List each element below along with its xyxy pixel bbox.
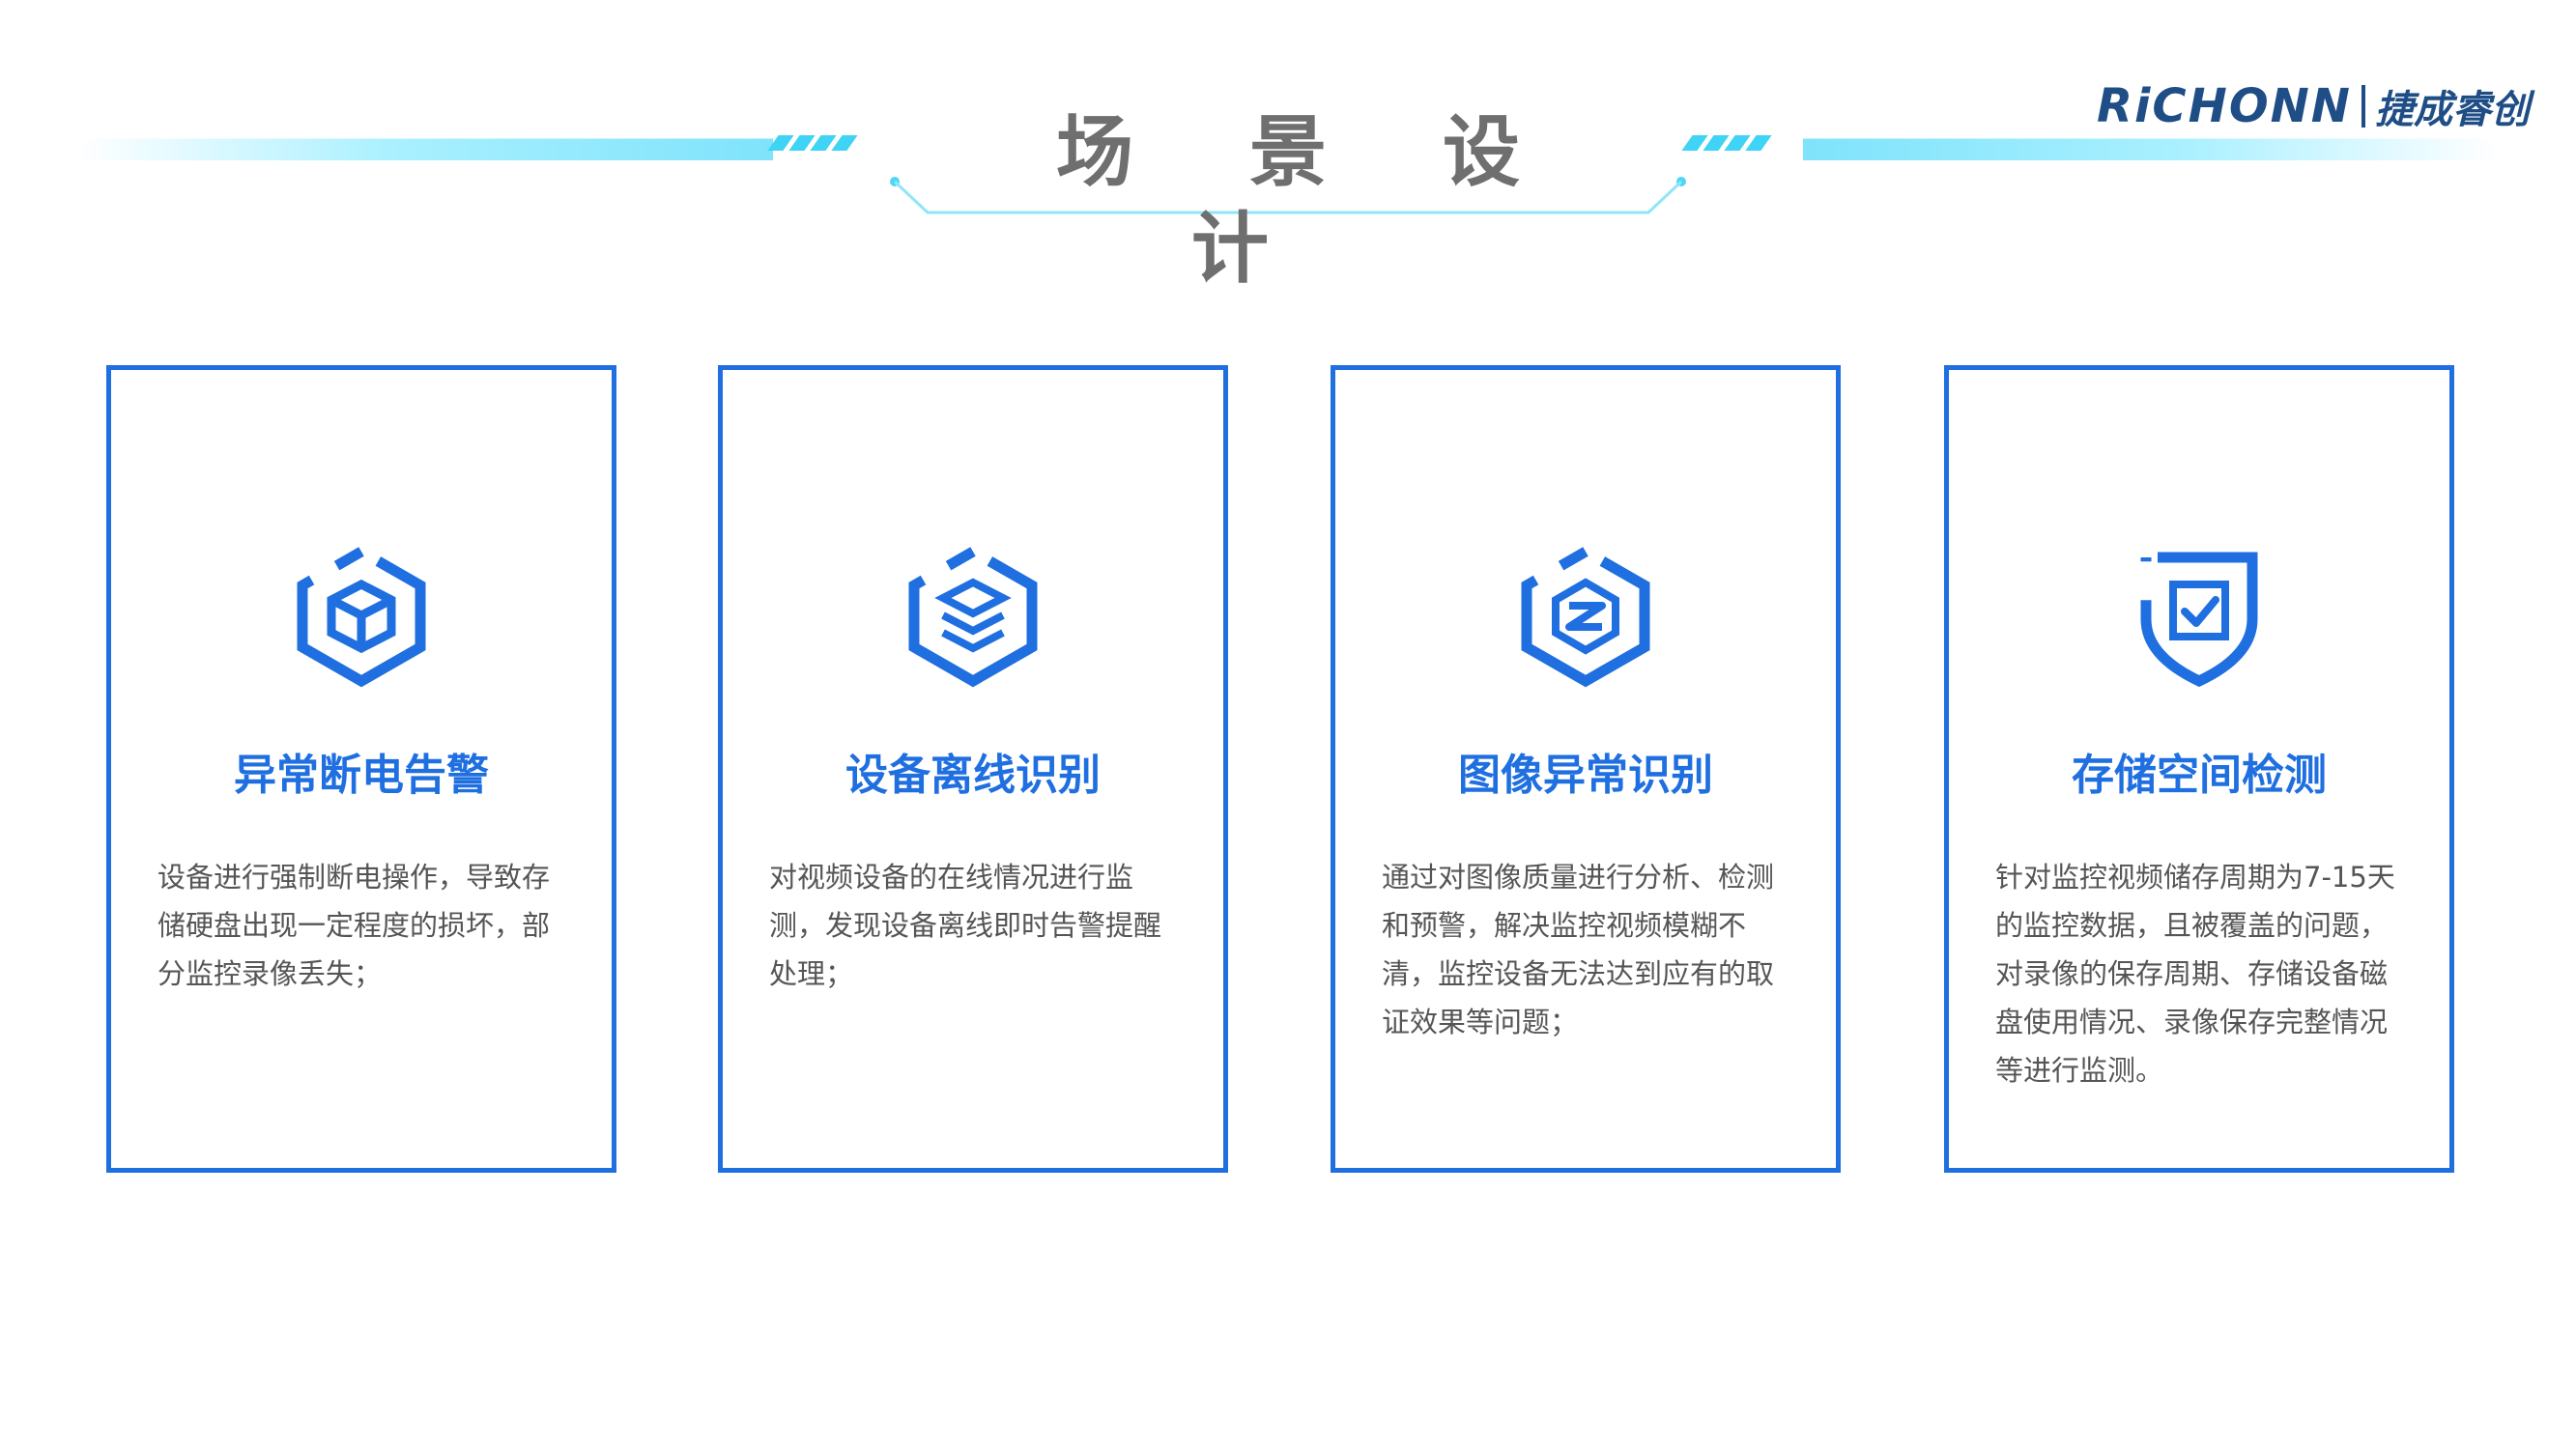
card-title: 存储空间检测 (2072, 751, 2327, 800)
image-quality-icon (1521, 545, 1650, 688)
scenario-card-storage-check: 存储空间检测 针对监控视频储存周期为7-15天的监控数据，且被覆盖的问题，对录像… (1944, 365, 2454, 1173)
page-title: 场景设计 (1056, 107, 1636, 294)
card-description: 针对监控视频储存周期为7-15天的监控数据，且被覆盖的问题，对录像的保存周期、存… (1995, 861, 2395, 1087)
layers-icon (908, 545, 1038, 688)
logo-text-en: RiCHONN (2097, 79, 2352, 133)
title-frame (890, 177, 1686, 214)
scenario-card-offline-detection: 设备离线识别 对视频设备的在线情况进行监测，发现设备离线即时告警提醒处理； (718, 365, 1228, 1173)
shield-check-icon (2140, 552, 2258, 688)
header-decoration-right (1803, 138, 2499, 160)
scenario-card-image-anomaly: 图像异常识别 通过对图像质量进行分析、检测和预警，解决监控视频模糊不清，监控设备… (1331, 365, 1841, 1173)
header-stripes-right (1681, 135, 1803, 155)
logo-divider (2361, 85, 2365, 128)
card-description: 通过对图像质量进行分析、检测和预警，解决监控视频模糊不清，监控设备无法达到应有的… (1382, 861, 1775, 1038)
logo-text-cn: 捷成睿创 (2374, 88, 2530, 132)
card-title: 设备离线识别 (845, 751, 1101, 800)
card-title: 图像异常识别 (1458, 751, 1713, 800)
brand-logo: RiCHONN 捷成睿创 (2097, 77, 2530, 135)
scenario-card-power-alarm: 异常断电告警 设备进行强制断电操作，导致存储硬盘出现一定程度的损坏，部分监控录像… (106, 365, 616, 1173)
page-header: 场景设计 RiCHONN 捷成睿创 (0, 0, 2576, 294)
card-description: 对视频设备的在线情况进行监测，发现设备离线即时告警提醒处理； (769, 861, 1162, 990)
header-decoration-left (77, 138, 773, 160)
cube-icon (297, 545, 426, 688)
card-title: 异常断电告警 (234, 751, 489, 800)
header-stripes-left (767, 135, 889, 155)
card-description: 设备进行强制断电操作，导致存储硬盘出现一定程度的损坏，部分监控录像丢失； (157, 861, 551, 990)
